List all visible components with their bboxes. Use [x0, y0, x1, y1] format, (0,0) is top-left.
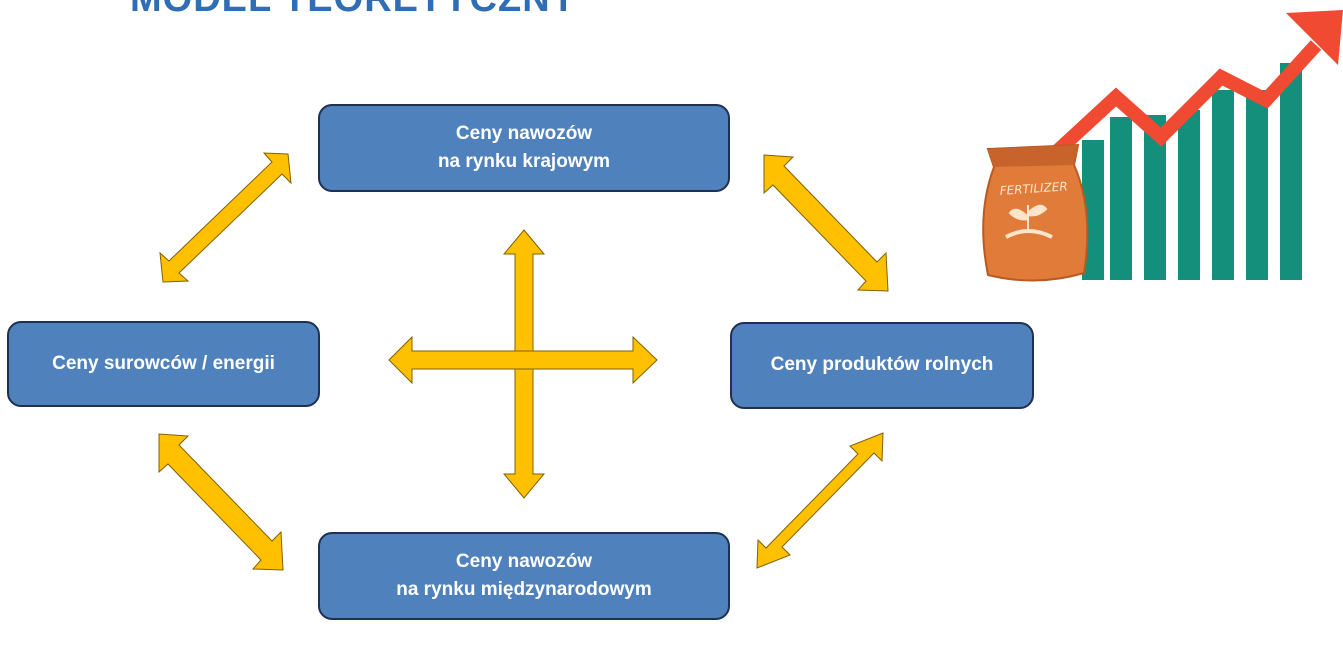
sack-label: FERTILIZER [999, 179, 1068, 198]
node-label: Ceny produktów rolnych [770, 354, 994, 376]
node-international-fertilizer-prices: Ceny nawozów na rynku międzynarodowym [318, 532, 730, 620]
node-agricultural-product-prices: Ceny produktów rolnych [730, 322, 1034, 409]
node-label-line1: Ceny nawozów [455, 122, 593, 144]
arrow-left-bottom [158, 433, 284, 571]
chart-bar-icon [1144, 115, 1166, 280]
arrow-top-right [763, 154, 889, 292]
node-label-line2: na rynku międzynarodowym [396, 579, 652, 600]
arrow-left-top [159, 152, 292, 283]
node-label-line2: na rynku krajowym [437, 151, 611, 172]
trend-arrow-icon [1021, 40, 1322, 186]
chart-bar-icon [1212, 90, 1234, 280]
chart-bar-icon [1246, 90, 1268, 280]
node-label: Ceny surowców / energii [52, 352, 275, 374]
fertilizer-price-growth-icon: FERTILIZER [966, 5, 1343, 301]
chart-bar-icon [1178, 110, 1200, 280]
page-title: MODEL TEORETYCZNY [130, 0, 577, 21]
chart-bar-icon [1280, 63, 1302, 280]
node-label-line1: Ceny nawozów [455, 550, 593, 572]
node-domestic-fertilizer-prices: Ceny nawozów na rynku krajowym [318, 104, 730, 192]
plant-icon [1008, 204, 1048, 230]
chart-bar-icon [1110, 117, 1132, 280]
arrow-right-bottom [756, 432, 884, 569]
arrow-left-right [388, 335, 658, 385]
node-raw-material-energy-prices: Ceny surowców / energii [7, 321, 320, 407]
arrow-head-icon [1286, 10, 1343, 65]
